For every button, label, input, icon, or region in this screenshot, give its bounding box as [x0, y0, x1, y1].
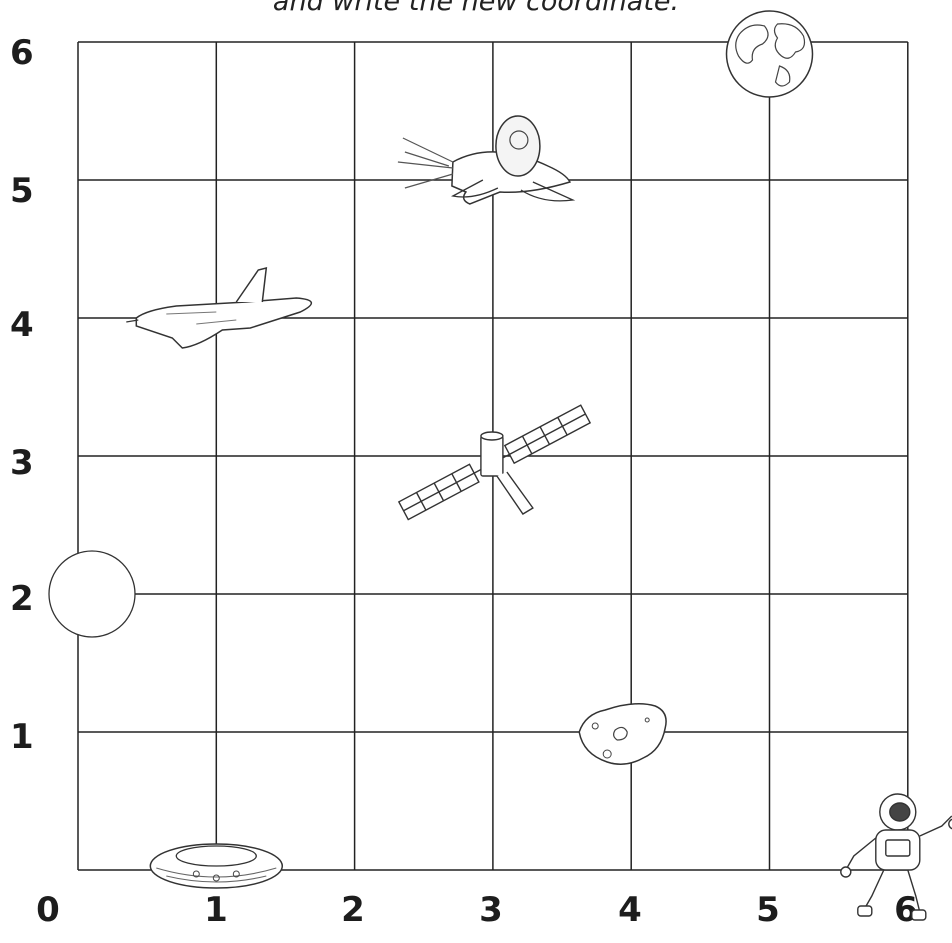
moon-icon [49, 551, 135, 637]
astronaut-icon [841, 794, 952, 920]
earth-icon [727, 11, 813, 97]
ufo-icon [150, 844, 282, 888]
rocket-icon [398, 116, 573, 204]
satellite-icon [399, 405, 590, 519]
asteroid-icon [579, 704, 666, 765]
space-shuttle-icon [126, 268, 311, 348]
